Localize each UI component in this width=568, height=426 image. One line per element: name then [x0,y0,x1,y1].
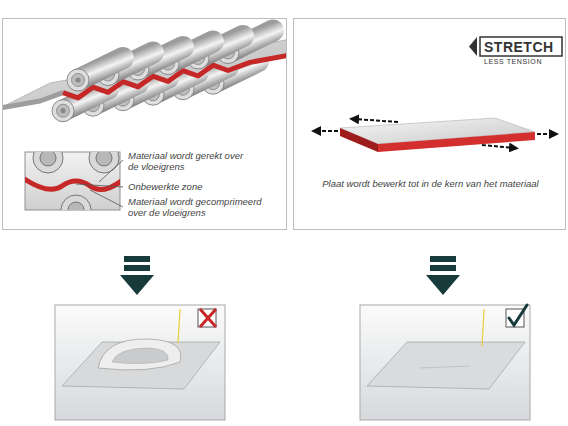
sheet-surface [3,30,286,108]
logo-subtitle: LESS TENSION [484,58,560,66]
result-flat [360,305,530,420]
sheet-edge-flat [3,93,63,108]
result-deformed [55,305,225,420]
down-arrow [120,256,154,295]
top-rollers [67,31,273,92]
callout-text: Onbewerkte zone [128,182,278,193]
stretch-logo [469,37,562,56]
roller-panel: Materiaal wordt gerekt over de vloeigren… [2,18,287,230]
tension-arrows [316,119,554,148]
callout-text: Materiaal wordt gecomprimeerd over de vl… [128,197,280,219]
callout-text: Materiaal wordt gerekt over de vloeigren… [128,151,246,173]
stretch-panel: STRETCH LESS TENSION Plaat wordt bewerkt t… [293,18,566,230]
detail-inset [20,143,125,225]
stretched-plate [340,118,535,152]
leader-lines [76,160,123,207]
down-arrow [426,256,460,295]
logo-text: STRETCH [484,39,560,55]
roller-leveller [3,30,286,122]
caption-text: Plaat wordt bewerkt tot in de kern van h… [298,179,563,190]
